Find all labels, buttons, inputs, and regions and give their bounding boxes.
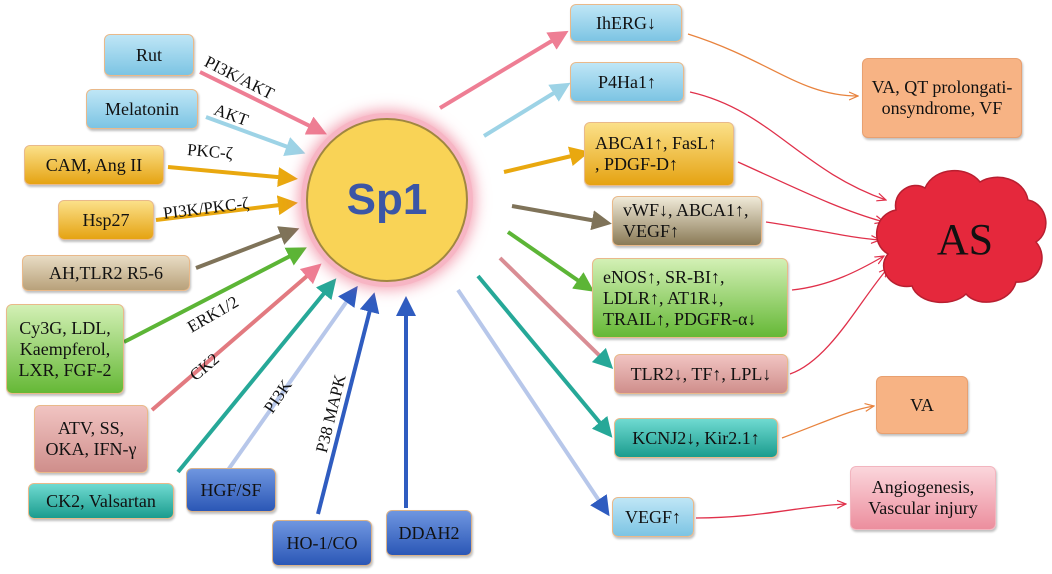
link-vegf-angio [695, 504, 846, 519]
input-hsp27: Hsp27 [58, 200, 154, 240]
link-kcnj2-va [781, 406, 874, 439]
link-enos-as [791, 256, 884, 291]
target-vegf: VEGF↑ [612, 497, 694, 537]
link-p4ha1-as [689, 91, 886, 200]
target-kcnj2-kir21: KCNJ2↓, Kir2.1↑ [614, 418, 778, 458]
input-cam-ang2: CAM, Ang II [24, 145, 164, 185]
link-iherg-vaqt [687, 33, 858, 96]
arrow-rut [199, 70, 327, 135]
target-iherg: IhERG↓ [570, 4, 682, 42]
arrow-atv [150, 263, 322, 412]
link-abca1-as [737, 161, 884, 222]
arrow-iherg [438, 30, 569, 110]
input-ho1-co: HO-1/CO [272, 520, 372, 566]
arrow-tlr2 [498, 256, 614, 370]
input-ah-tlr2: AH,TLR2 R5-6 [22, 255, 190, 291]
pathway-pkc-zeta: PKC-ζ [186, 140, 234, 163]
input-melatonin: Melatonin [86, 89, 198, 129]
arrow-cy3g [123, 247, 307, 344]
arrow-hgf [226, 285, 358, 472]
arrow-melatonin [205, 115, 306, 156]
input-ddah2: DDAH2 [386, 510, 472, 556]
outcome-va-qt-vf: VA, QT prolongati- onsyndrome, VF [862, 58, 1022, 138]
arrow-enos [506, 230, 595, 292]
sp1-node: Sp1 [306, 118, 468, 282]
arrow-hsp27 [155, 195, 298, 222]
outcome-angiogenesis: Angiogenesis, Vascular injury [850, 466, 996, 530]
link-tlr2-as [789, 268, 888, 375]
as-cloud-shape [875, 169, 1047, 304]
input-hgf-sf: HGF/SF [186, 468, 276, 512]
outcome-va: VA [876, 376, 968, 434]
arrow-ck2v [176, 278, 337, 474]
link-vwf-as [765, 221, 880, 240]
arrow-abca1 [503, 146, 590, 174]
target-tlr2-tf: TLR2↓, TF↑, LPL↓ [614, 354, 788, 394]
target-vwf-abca1: vWF↓, ABCA1↑, VEGF↑ [612, 196, 762, 246]
input-atv-ss: ATV, SS, OKA, IFN-γ [34, 405, 148, 473]
target-enos-srbi: eNOS↑, SR-BI↑, LDLR↑, AT1R↓, TRAIL↑, PDG… [592, 258, 788, 338]
arrow-ho1 [316, 292, 380, 515]
sp1-label: Sp1 [346, 175, 428, 224]
target-abca1-fasl: ABCA1↑, FasL↑ , PDGF-D↑ [584, 122, 734, 186]
input-cy3g-ldl: Cy3G, LDL, Kaempferol, LXR, FGF-2 [6, 304, 124, 394]
input-rut: Rut [104, 34, 194, 76]
input-ck2-valsartan: CK2, Valsartan [28, 483, 174, 519]
target-p4ha1: P4Ha1↑ [570, 62, 684, 102]
arrow-kcnj2 [476, 274, 613, 438]
arrow-vegf [456, 288, 610, 517]
arrow-cam [167, 165, 298, 188]
arrow-ah [195, 226, 300, 270]
arrow-vwf [511, 204, 612, 231]
outcome-as: AS [936, 215, 994, 264]
arrow-p4ha1 [482, 82, 571, 138]
